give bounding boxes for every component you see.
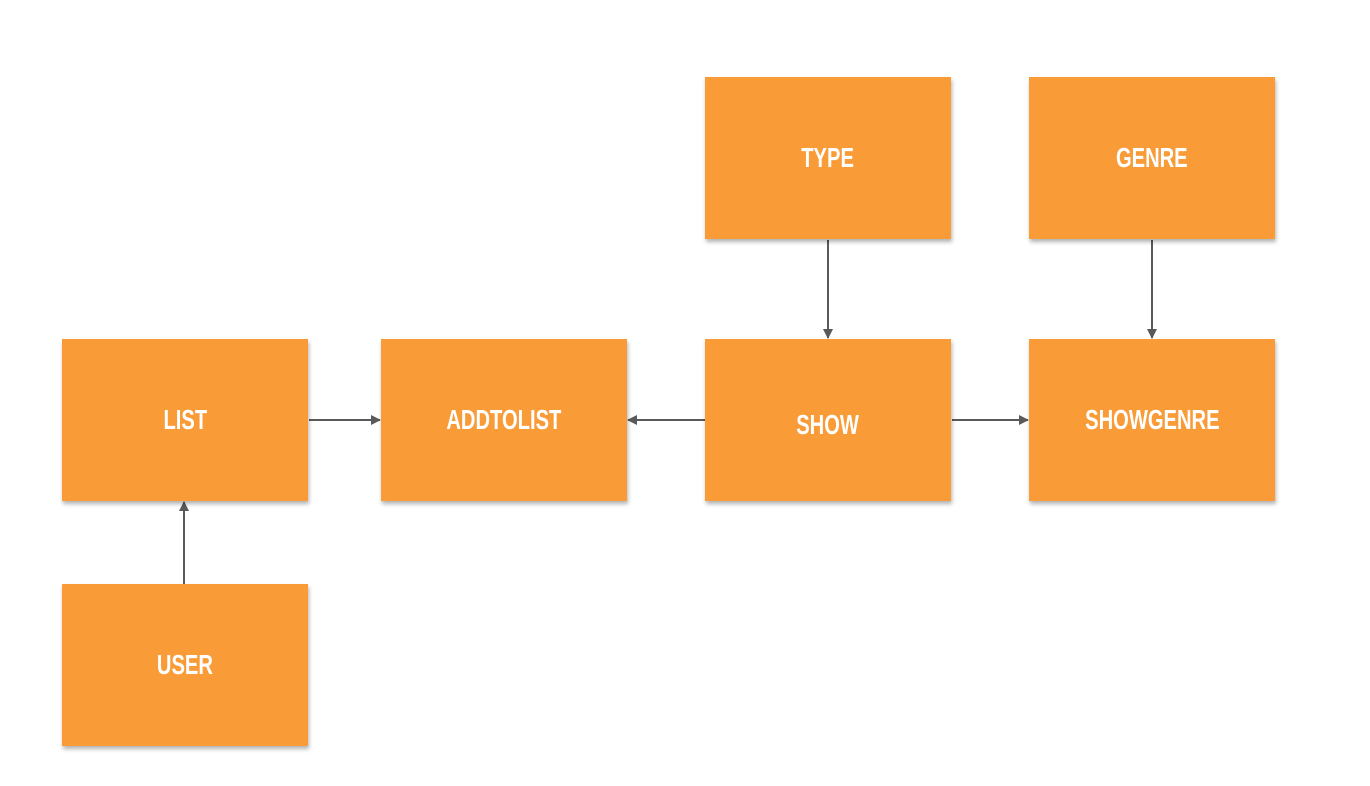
node-user-label: USER bbox=[156, 649, 213, 680]
node-genre-label: GENRE bbox=[1116, 142, 1188, 173]
node-showgenre[interactable]: SHOWGENRE bbox=[1029, 339, 1275, 501]
node-genre[interactable]: GENRE bbox=[1029, 77, 1275, 239]
node-type-label: TYPE bbox=[801, 142, 855, 173]
node-show[interactable]: SHOW bbox=[705, 339, 951, 501]
node-user[interactable]: USER bbox=[62, 584, 308, 746]
node-addtolist[interactable]: ADDTOLIST bbox=[381, 339, 627, 501]
node-addtolist-label: ADDTOLIST bbox=[446, 404, 562, 435]
node-list-label: LIST bbox=[163, 404, 207, 435]
node-type[interactable]: TYPE bbox=[705, 77, 951, 239]
node-showgenre-label: SHOWGENRE bbox=[1084, 404, 1220, 435]
node-list[interactable]: LIST bbox=[62, 339, 308, 501]
node-show-label: SHOW bbox=[796, 409, 860, 440]
